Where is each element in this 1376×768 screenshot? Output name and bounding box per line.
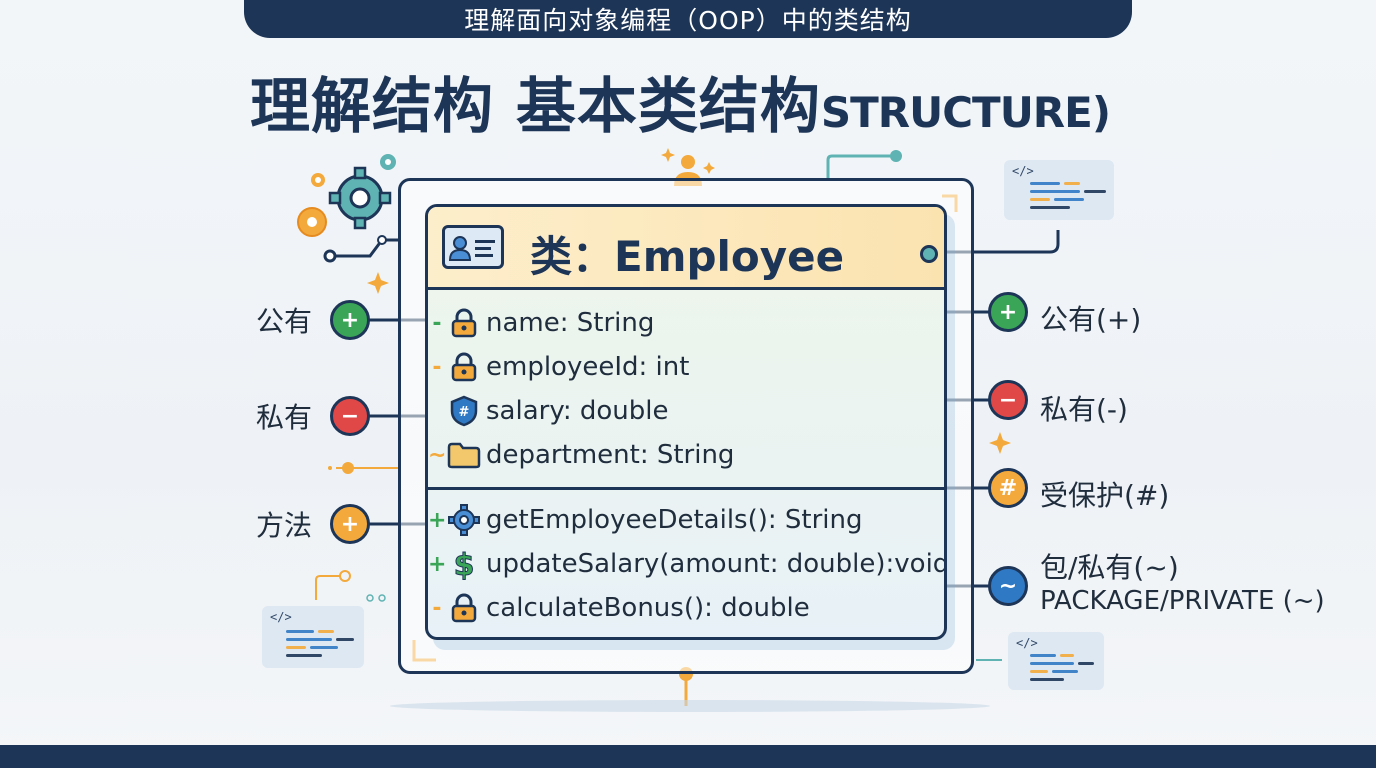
attribute-text: employeeId: int xyxy=(486,352,690,382)
visibility-mark: - xyxy=(432,595,442,621)
method-row: - calculateBonus(): double xyxy=(428,588,810,628)
dollar-icon: $ xyxy=(446,546,482,582)
lock-icon xyxy=(446,305,482,341)
minus-icon: − xyxy=(988,380,1028,420)
page-title-en: STRUCTURE) xyxy=(820,88,1111,137)
method-row: + getEmployeeDetails(): String xyxy=(428,500,863,540)
hash-icon: # xyxy=(988,468,1028,508)
attribute-text: salary: double xyxy=(486,396,669,426)
class-card-header: 类：Employee xyxy=(428,207,944,290)
attribute-row: ~ department: String xyxy=(428,435,734,475)
plus-icon: + xyxy=(330,300,370,340)
legend-private: 私有(-) xyxy=(1040,393,1128,426)
page-title: 理解结构 基本类结构 STRUCTURE) xyxy=(250,58,1150,142)
lock-icon xyxy=(446,349,482,385)
plus-icon: + xyxy=(330,504,370,544)
legend-package-sub: PACKAGE/PRIVATE (~) xyxy=(1040,586,1325,616)
code-tag: </> xyxy=(1016,636,1038,650)
legend-protected: 受保护(#) xyxy=(1040,479,1170,512)
left-label-public: 公有 xyxy=(256,305,313,338)
tilde-icon: ~ xyxy=(988,566,1028,606)
visibility-mark: - xyxy=(432,354,442,380)
class-title: 类：Employee xyxy=(530,232,845,281)
lock-icon xyxy=(446,590,482,626)
code-card-icon: </> xyxy=(262,606,364,668)
svg-text:$: $ xyxy=(454,548,475,581)
bottom-bar xyxy=(0,745,1376,768)
visibility-mark: - xyxy=(432,310,442,336)
attribute-text: name: String xyxy=(486,308,655,338)
code-tag: </> xyxy=(270,610,292,624)
left-label-method: 方法 xyxy=(256,509,313,542)
id-card-icon xyxy=(442,225,504,269)
code-tag: </> xyxy=(1012,164,1034,178)
method-text: updateSalary(amount: double):void xyxy=(486,549,947,579)
shield-hash-icon: # xyxy=(446,393,482,429)
page-title-cn: 理解结构 基本类结构 xyxy=(250,72,821,142)
section-divider xyxy=(428,487,944,490)
plus-icon: + xyxy=(988,292,1028,332)
left-label-private: 私有 xyxy=(256,401,313,434)
attribute-row: # salary: double xyxy=(428,391,668,431)
visibility-mark: ~ xyxy=(428,442,447,468)
top-banner: 理解面向对象编程（OOP）中的类结构 xyxy=(244,0,1132,38)
attribute-text: department: String xyxy=(486,440,735,470)
gears-icon xyxy=(297,154,396,237)
banner-title: 理解面向对象编程（OOP）中的类结构 xyxy=(464,6,912,35)
legend-package: 包/私有(~) xyxy=(1040,551,1179,584)
method-text: getEmployeeDetails(): String xyxy=(486,505,863,535)
attribute-row: - name: String xyxy=(428,303,654,343)
visibility-mark: + xyxy=(428,507,447,533)
minus-icon: − xyxy=(330,396,370,436)
gear-icon xyxy=(446,502,482,538)
class-card: 类：Employee - name: String - employeeId: … xyxy=(425,204,947,640)
svg-text:#: # xyxy=(459,405,470,420)
header-connector-dot xyxy=(920,245,938,263)
visibility-mark: + xyxy=(428,551,447,577)
attribute-row: - employeeId: int xyxy=(428,347,689,387)
code-card-icon: </> xyxy=(1004,160,1114,220)
code-card-icon: </> xyxy=(1008,632,1104,690)
legend-public: 公有(+) xyxy=(1040,303,1142,336)
method-row: + $ updateSalary(amount: double):void xyxy=(428,544,947,584)
folder-icon xyxy=(446,437,482,473)
method-text: calculateBonus(): double xyxy=(486,593,810,623)
